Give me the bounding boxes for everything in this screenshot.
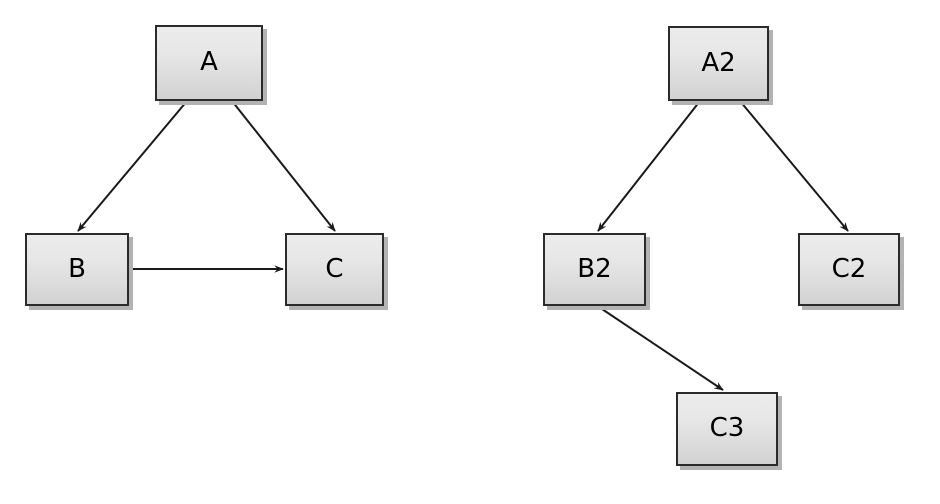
node-b2[interactable]: B2 <box>543 233 646 306</box>
node-label-c3: C3 <box>709 413 745 443</box>
node-label-a: A <box>200 47 218 77</box>
edge-group <box>77 100 849 391</box>
node-a[interactable]: A <box>155 25 263 101</box>
edge-a-to-b <box>77 100 188 232</box>
node-label-c2: C2 <box>831 253 867 284</box>
node-c2[interactable]: C2 <box>798 233 900 306</box>
edge-a2-to-c2 <box>739 100 849 232</box>
edge-a2-to-b2 <box>597 100 701 232</box>
node-b[interactable]: B <box>25 233 129 306</box>
node-label-b2: B2 <box>577 253 612 284</box>
node-label-c: C <box>325 253 344 284</box>
edge-b2-to-c3 <box>598 306 724 391</box>
node-c3[interactable]: C3 <box>676 392 778 466</box>
node-c[interactable]: C <box>285 233 384 306</box>
node-a2[interactable]: A2 <box>668 26 769 101</box>
edge-a-to-c <box>231 100 336 232</box>
node-label-b: B <box>68 253 86 284</box>
node-label-a2: A2 <box>701 47 736 78</box>
